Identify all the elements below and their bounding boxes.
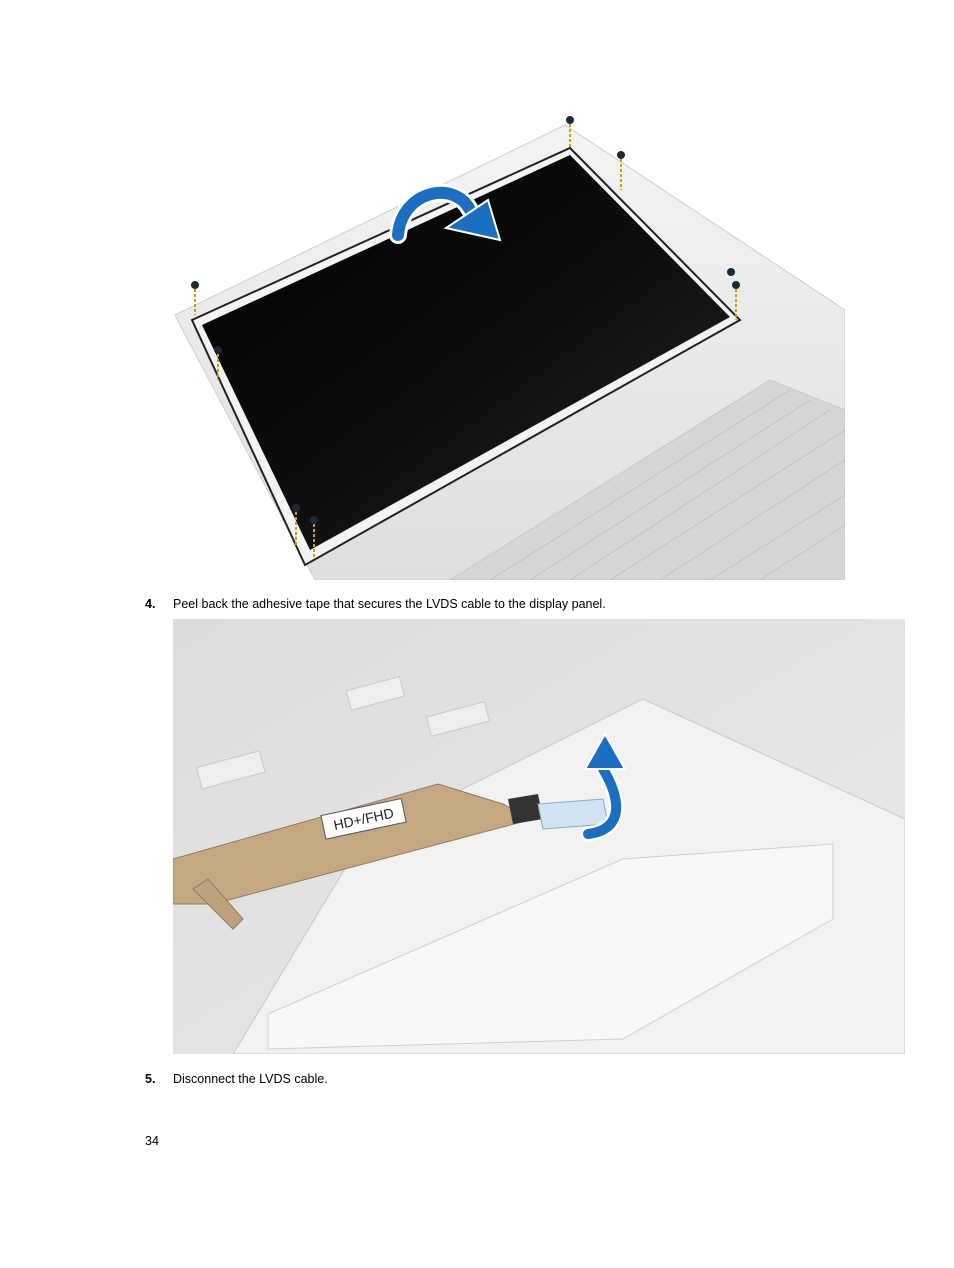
screw-icon — [617, 151, 625, 159]
step-number: 4. — [145, 597, 156, 611]
step-text: Peel back the adhesive tape that secures… — [173, 597, 606, 611]
lvds-cable-figure: HD+/FHD — [172, 619, 906, 1055]
step-number: 5. — [145, 1072, 156, 1086]
screws — [191, 116, 740, 524]
display-panel-illustration — [174, 116, 846, 581]
lift-arrow-icon — [389, 183, 502, 244]
screw-icon — [292, 504, 300, 512]
lvds-cable-illustration: HD+/FHD — [172, 619, 906, 1055]
screw-icon — [191, 281, 199, 289]
screw-icon — [732, 281, 740, 289]
lcd-panel — [202, 155, 730, 550]
screw-icon — [727, 268, 735, 276]
step-text: Disconnect the LVDS cable. — [173, 1072, 328, 1086]
screw-icon — [310, 516, 318, 524]
lvds-connector — [508, 794, 543, 824]
screw-icon — [214, 346, 222, 354]
display-panel-removal-figure — [170, 110, 846, 581]
step-5: 5. Disconnect the LVDS cable. — [145, 1071, 328, 1087]
step-4: 4. Peel back the adhesive tape that secur… — [145, 596, 606, 612]
peel-arrow-icon — [580, 731, 627, 842]
page-number: 34 — [145, 1134, 159, 1148]
screw-icon — [566, 116, 574, 124]
